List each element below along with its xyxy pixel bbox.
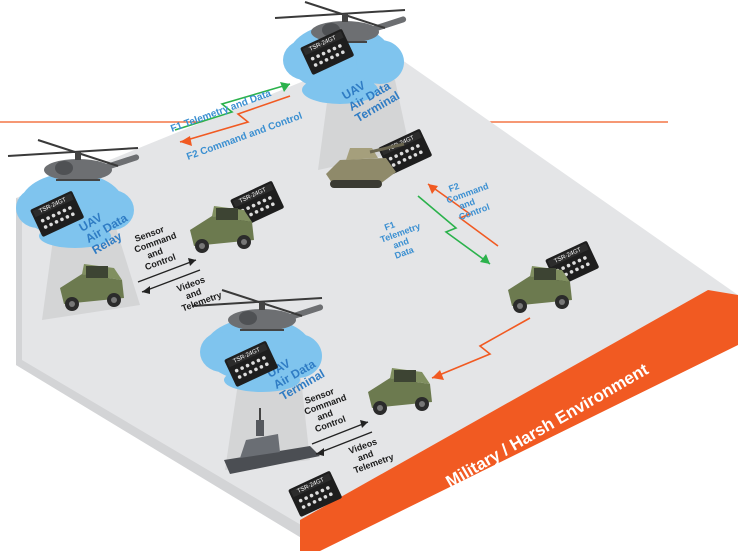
video-left-arrow — [141, 269, 201, 293]
sensor-left-arrowhead — [188, 258, 196, 266]
platform — [16, 48, 738, 548]
f1-mid-arrowhead — [480, 254, 490, 264]
video-bottom-arrow — [315, 431, 373, 455]
humvee-link-arrow — [431, 317, 531, 379]
video-left-arrowhead — [142, 286, 150, 294]
tank-icon — [326, 142, 405, 188]
f1-top-arrowhead — [280, 82, 290, 92]
environment-band — [300, 290, 738, 551]
f2-top-arrow — [179, 95, 291, 143]
f2-mid-arrowhead — [428, 184, 438, 194]
ship-icon — [224, 408, 320, 474]
f1-top-arrow — [174, 83, 291, 131]
sensor-left-arrow — [137, 259, 197, 283]
f2-mid-arrow — [427, 183, 499, 247]
sensor-bottom-arrowhead — [360, 420, 368, 428]
sensor-bottom-arrow — [311, 421, 369, 445]
f1-mid-arrow — [417, 195, 491, 265]
f2-top-arrowhead — [180, 136, 192, 146]
video-bottom-arrowhead — [316, 448, 324, 456]
humvee-link-arrowhead — [432, 370, 444, 380]
